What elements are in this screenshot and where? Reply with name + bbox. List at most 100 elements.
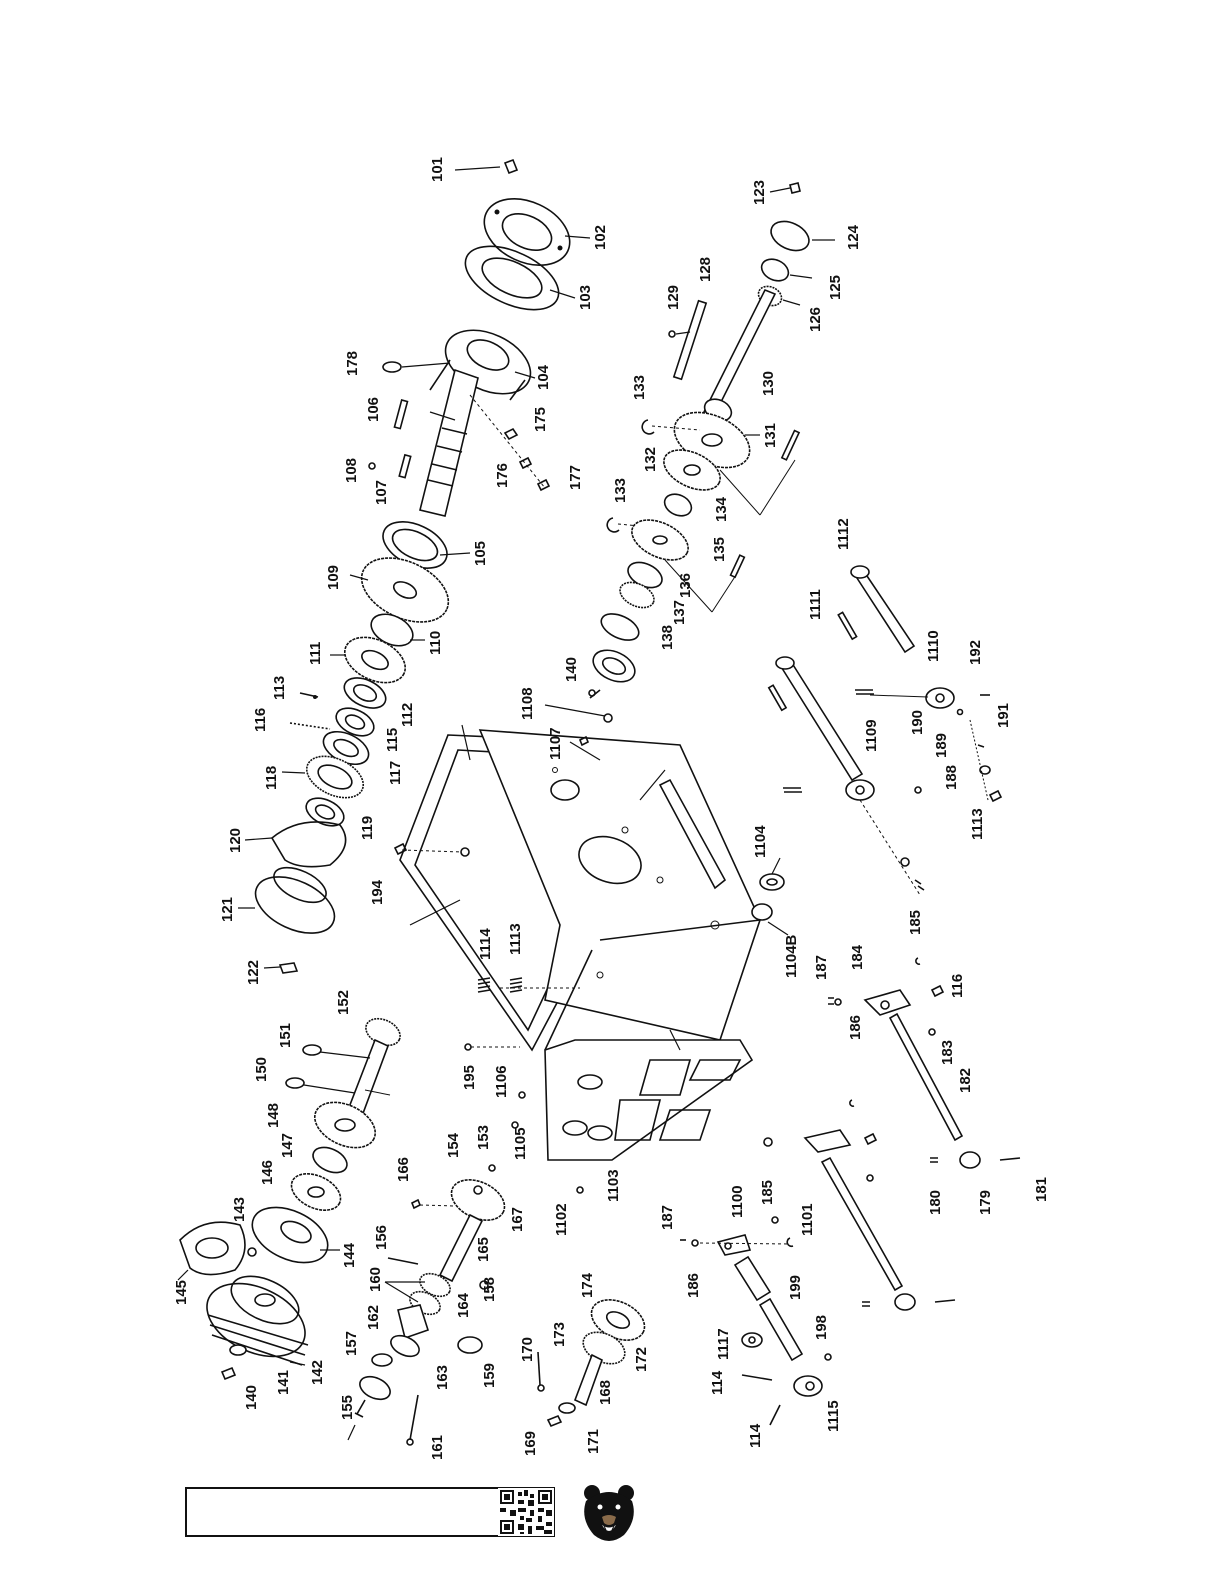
part-label: 1104B xyxy=(783,934,800,978)
part-label: 145 xyxy=(173,1280,190,1305)
part-label: 188 xyxy=(943,765,960,790)
footer-info-box xyxy=(185,1487,555,1537)
part-label: 101 xyxy=(429,157,446,182)
part-label: 1107 xyxy=(547,727,564,760)
part-label: 124 xyxy=(845,224,862,250)
part-label: 150 xyxy=(253,1057,270,1082)
part-label: 192 xyxy=(967,640,984,665)
part-label: 189 xyxy=(933,733,950,758)
part-label: 184 xyxy=(849,944,866,970)
part-label: 180 xyxy=(927,1190,944,1215)
part-label: 158 xyxy=(481,1277,498,1302)
part-label: 1108 xyxy=(519,687,536,720)
part-label: 131 xyxy=(762,423,779,448)
lower-cluster xyxy=(347,1164,646,1446)
part-label: 133 xyxy=(612,478,629,503)
part-label: 182 xyxy=(957,1068,974,1093)
part-label: 198 xyxy=(813,1315,830,1340)
part-label: 146 xyxy=(259,1160,276,1185)
shift-rod-assembly xyxy=(767,565,1003,896)
part-label: 163 xyxy=(434,1365,451,1390)
part-label: 1105 xyxy=(512,1127,529,1160)
part-label: 102 xyxy=(592,225,609,250)
part-label: 187 xyxy=(659,1205,676,1230)
pulley-assembly xyxy=(177,1017,401,1381)
part-label: 120 xyxy=(227,828,244,853)
part-label: 1109 xyxy=(863,719,880,752)
part-label: 191 xyxy=(995,703,1012,728)
part-label: 140 xyxy=(243,1385,260,1410)
part-label: 1112 xyxy=(835,518,852,550)
part-label: 154 xyxy=(445,1132,462,1158)
part-label: 195 xyxy=(461,1065,478,1090)
part-label: 187 xyxy=(813,955,830,980)
part-label: 1114 xyxy=(477,928,494,960)
part-label: 117 xyxy=(387,761,404,785)
part-label: 190 xyxy=(909,710,926,735)
part-label: 170 xyxy=(519,1337,536,1362)
part-label: 132 xyxy=(642,447,659,472)
part-label: 119 xyxy=(359,816,376,840)
part-label: 112 xyxy=(399,703,416,727)
part-label: 155 xyxy=(339,1395,356,1420)
qr-code-icon xyxy=(498,1488,554,1536)
bear-head-logo-icon xyxy=(584,1485,634,1541)
part-label: 148 xyxy=(265,1103,282,1128)
part-label: 1110 xyxy=(925,630,942,662)
part-label: 142 xyxy=(309,1360,326,1385)
part-label: 199 xyxy=(787,1275,804,1300)
part-label: 110 xyxy=(427,631,444,655)
part-label: 164 xyxy=(455,1292,472,1318)
part-label: 160 xyxy=(367,1267,384,1292)
part-label: 121 xyxy=(219,897,236,922)
part-label: 129 xyxy=(665,285,682,310)
part-label: 106 xyxy=(365,397,382,422)
part-label: 174 xyxy=(579,1272,596,1298)
part-label: 167 xyxy=(509,1207,526,1232)
part-label: 116 xyxy=(949,974,966,998)
part-label: 115 xyxy=(384,728,401,752)
part-label: 125 xyxy=(827,275,844,300)
part-label: 105 xyxy=(472,541,489,566)
part-label: 135 xyxy=(711,537,728,562)
part-label: 175 xyxy=(532,407,549,432)
part-label: 1113 xyxy=(969,808,986,840)
part-label: 151 xyxy=(277,1023,294,1048)
part-label: 136 xyxy=(677,573,694,598)
part-label: 1111 xyxy=(807,589,824,620)
part-label: 130 xyxy=(760,371,777,396)
part-label: 114 xyxy=(747,1423,764,1448)
part-label: 122 xyxy=(245,960,262,985)
part-label: 104 xyxy=(535,364,552,390)
part-label: 159 xyxy=(481,1363,498,1388)
part-label: 179 xyxy=(977,1190,994,1215)
part-label: 162 xyxy=(365,1305,382,1330)
part-label: 1101 xyxy=(799,1203,816,1236)
part-label: 186 xyxy=(847,1015,864,1040)
part-label: 118 xyxy=(263,766,280,790)
part-label: 103 xyxy=(577,285,594,310)
countershaft-assembly xyxy=(588,182,835,699)
part-label: 177 xyxy=(567,465,584,490)
part-label: 111 xyxy=(307,642,324,665)
spindle-assembly xyxy=(238,158,591,974)
part-label: 1115 xyxy=(825,1400,842,1432)
part-label: 128 xyxy=(697,257,714,282)
part-label: 166 xyxy=(395,1157,412,1182)
part-label: 1106 xyxy=(493,1065,510,1098)
part-label: 186 xyxy=(685,1273,702,1298)
part-label: 1113 xyxy=(507,923,524,955)
part-label: 143 xyxy=(231,1197,248,1222)
lower-linkage xyxy=(680,957,1021,1426)
part-label: 1117 xyxy=(715,1328,732,1360)
part-label: 185 xyxy=(759,1180,776,1205)
part-label: 107 xyxy=(373,480,390,505)
part-label: 185 xyxy=(907,910,924,935)
part-label: 126 xyxy=(807,307,824,332)
part-label: 183 xyxy=(939,1040,956,1065)
part-label: 161 xyxy=(429,1435,446,1460)
part-label: 113 xyxy=(271,676,288,700)
gearbox-housing xyxy=(393,704,789,1194)
part-label: 147 xyxy=(279,1133,296,1158)
